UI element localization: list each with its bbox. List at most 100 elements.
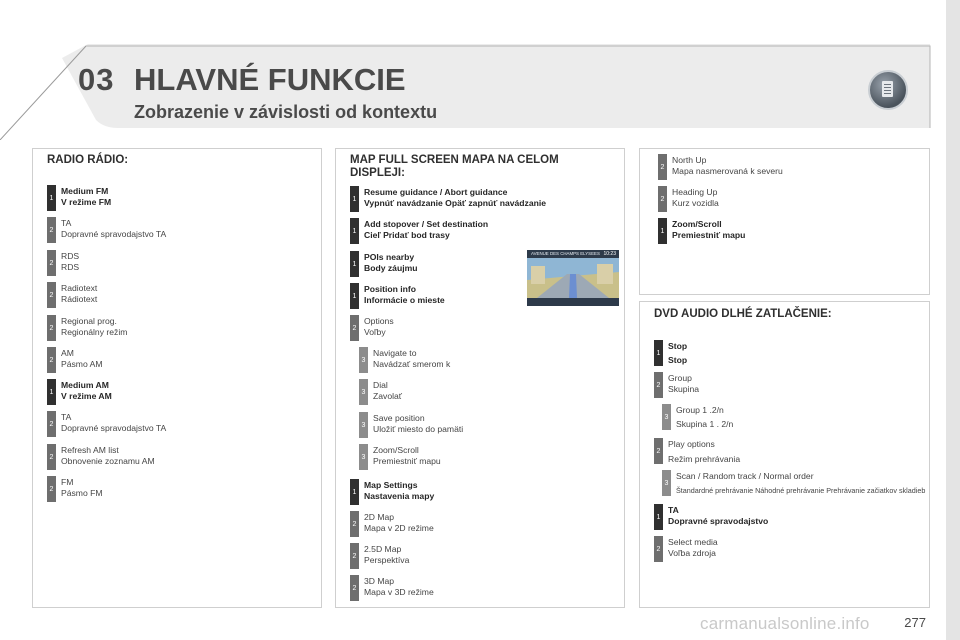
menu-item-translation: Voľba zdroja	[668, 547, 716, 558]
menu-item-label: Refresh AM list	[61, 445, 119, 455]
level-badge: 3	[359, 347, 368, 373]
menu-item-translation: Navádzať smerom k	[373, 358, 451, 369]
menu-item-translation: Perspektíva	[364, 554, 410, 565]
menu-item-label: Radiotext	[61, 283, 98, 293]
menu-item-label: Options	[364, 316, 394, 326]
menu-item-label: POIs nearby	[364, 252, 415, 262]
menu-item-translation: Mapa nasmerovaná k severu	[672, 165, 783, 176]
menu-item-label: TA	[61, 218, 72, 228]
map-continued-panel	[639, 148, 930, 295]
level-badge: 1	[654, 340, 663, 366]
menu-item-label: Group	[668, 373, 692, 383]
level-badge: 3	[359, 412, 368, 438]
menu-item-label: Stop	[668, 341, 688, 351]
navigation-map-thumbnail: AVENUE DES CHAMPS ELYSEES 10:23	[527, 250, 619, 306]
menu-item-label: Save position	[373, 413, 425, 423]
menu-item-label: Heading Up	[672, 187, 718, 197]
level-badge: 3	[662, 404, 671, 430]
menu-item-translation: Nastavenia mapy	[364, 490, 435, 501]
menu-item-translation: Stop	[668, 354, 688, 365]
header-background	[0, 44, 931, 140]
map-thumb-street: AVENUE DES CHAMPS ELYSEES	[531, 251, 600, 256]
chapter-subtitle: Zobrazenie v závislosti od kontextu	[134, 102, 438, 122]
radio-panel	[32, 148, 322, 608]
menu-item-translation: Mapa v 3D režime	[364, 586, 434, 597]
watermark: carmanualsonline.info	[700, 614, 870, 633]
menu-item-label: Regional prog.	[61, 316, 117, 326]
menu-item-label: TA	[61, 412, 72, 422]
menu-item-translation: Režim prehrávania	[668, 453, 741, 464]
menu-item-label: TA	[668, 505, 679, 515]
level-badge: 3	[359, 379, 368, 405]
chapter-title: HLAVNÉ FUNKCIE	[134, 62, 406, 97]
menu-item-label: FM	[61, 477, 74, 487]
map-panel-title-line2: DISPLEJI:	[350, 167, 405, 179]
menu-item-translation: Kurz vozidla	[672, 197, 719, 208]
menu-item-translation: Dopravné spravodajstvo TA	[61, 422, 167, 433]
menu-item-translation: Regionálny režim	[61, 326, 128, 337]
level-badge: 1	[658, 218, 667, 244]
level-badge: 2	[47, 217, 56, 243]
menu-item-label: 2.5D Map	[364, 544, 402, 554]
level-badge: 1	[350, 251, 359, 277]
menu-item-text: Regional prog.Regionálny režim	[61, 315, 127, 337]
level-badge: 2	[658, 154, 667, 180]
menu-item-label: Add stopover / Set destination	[364, 219, 489, 229]
level-badge: 1	[654, 504, 663, 530]
menu-item-translation: Skupina 1 . 2/n	[676, 418, 734, 429]
menu-item-translation: Cieľ Pridať bod trasy	[364, 229, 450, 240]
menu-item-translation: Body záujmu	[364, 262, 418, 273]
menu-item-label: Medium FM	[61, 186, 109, 196]
level-badge: 2	[47, 250, 56, 276]
menu-item-label: Group 1 .2/n	[676, 405, 724, 415]
menu-item-label: 3D Map	[364, 576, 395, 586]
menu-item-label: Map Settings	[364, 480, 418, 490]
menu-item-translation: Premiestniť mapu	[373, 455, 441, 466]
menu-item-translation: Zavolať	[373, 390, 403, 401]
dvd-panel-title: DVD AUDIO DLHÉ ZATLAČENIE:	[654, 308, 832, 320]
level-badge: 2	[47, 282, 56, 308]
menu-item-translation: Premiestniť mapu	[672, 229, 746, 240]
menu-item-translation: Uložiť miesto do pamäti	[373, 423, 464, 434]
menu-item-translation: V režime AM	[61, 390, 112, 401]
menu-item-translation: Informácie o mieste	[364, 294, 445, 305]
